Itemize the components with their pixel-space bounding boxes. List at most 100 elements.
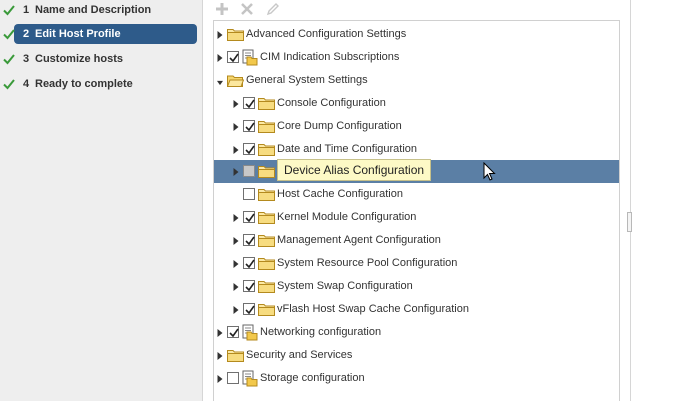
checkbox[interactable] — [227, 371, 239, 384]
expand-arrow-icon[interactable] — [233, 237, 239, 246]
tree-row-kernel-module-configuration[interactable]: Kernel Module Configuration — [214, 206, 619, 229]
document-folder-icon — [242, 324, 258, 341]
tree-row-label: Host Cache Configuration — [277, 188, 403, 201]
step-edit-host-profile[interactable]: 2 Edit Host Profile — [0, 24, 200, 44]
tree-row-label: vFlash Host Swap Cache Configuration — [277, 302, 469, 315]
expand-arrow-icon[interactable] — [217, 328, 223, 337]
expand-arrow-icon[interactable] — [217, 31, 223, 39]
folder-icon — [227, 349, 244, 362]
step-number: 3 — [23, 53, 30, 65]
checkmark-icon — [245, 259, 255, 269]
tree-row-label: Advanced Configuration Settings — [246, 28, 407, 40]
folder-icon — [227, 29, 244, 41]
tree-row-date-and-time-configuration[interactable]: Date and Time Configuration — [214, 138, 619, 161]
step-label: Edit Host Profile — [35, 28, 121, 40]
folder-icon — [258, 97, 275, 110]
checkmark-icon — [3, 5, 15, 16]
folder-icon — [258, 235, 275, 248]
step-customize-hosts[interactable]: 3 Customize hosts — [0, 49, 200, 69]
tree-row-security-and-services[interactable]: Security and Services — [214, 344, 619, 367]
folder-open-icon — [227, 75, 244, 87]
add-icon[interactable] — [214, 1, 230, 17]
expand-arrow-icon[interactable] — [233, 305, 239, 314]
step-number: 2 — [23, 28, 30, 40]
tree-row-system-swap-configuration[interactable]: System Swap Configuration — [214, 275, 619, 298]
expand-arrow-icon[interactable] — [233, 214, 239, 223]
tree-row-label: General System Settings — [246, 73, 368, 86]
tree-row-vflash-host-swap-cache-configuration[interactable]: vFlash Host Swap Cache Configuration — [214, 298, 619, 321]
tree-row-core-dump-configuration[interactable]: Core Dump Configuration — [214, 115, 619, 138]
tree-row-general-system-settings[interactable]: General System Settings — [214, 69, 619, 92]
tree-row-label: Networking configuration — [260, 325, 382, 338]
checkmark-icon — [245, 145, 255, 154]
checkbox[interactable] — [243, 279, 255, 292]
step-number: 1 — [23, 4, 30, 16]
expand-arrow-icon[interactable] — [233, 168, 239, 177]
mouse-cursor-icon — [483, 162, 496, 181]
tree-row-label: Core Dump Configuration — [277, 119, 402, 132]
expand-arrow-icon[interactable] — [217, 53, 223, 62]
checkbox[interactable] — [243, 234, 255, 247]
tree-row-label: System Resource Pool Configuration — [277, 257, 458, 269]
panel-divider — [630, 0, 631, 401]
checkmark-icon — [245, 122, 255, 131]
folder-icon — [258, 280, 275, 293]
checkmark-icon — [245, 305, 255, 315]
tooltip: Device Alias Configuration — [277, 159, 432, 181]
tree-row-advanced-configuration-settings[interactable]: Advanced Configuration Settings — [214, 23, 619, 46]
step-number: 4 — [23, 78, 30, 90]
expand-arrow-icon[interactable] — [233, 122, 239, 131]
tree-row-label: Management Agent Configuration — [277, 234, 441, 247]
checkmark-icon — [229, 328, 239, 337]
tree-row-management-agent-configuration[interactable]: Management Agent Configuration — [214, 229, 619, 252]
folder-icon — [258, 166, 275, 179]
tree-row-system-resource-pool-configuration[interactable]: System Resource Pool Configuration — [214, 252, 619, 275]
expand-arrow-icon[interactable] — [217, 374, 223, 383]
step-label: Ready to complete — [35, 78, 133, 90]
tree-row-label: Security and Services — [246, 348, 353, 361]
tree-row-label: Storage configuration — [260, 371, 365, 384]
resize-handle[interactable] — [627, 212, 632, 232]
tree-row-label: Kernel Module Configuration — [277, 211, 417, 224]
checkbox[interactable] — [243, 96, 255, 109]
checkmark-icon — [245, 282, 255, 292]
expand-arrow-icon[interactable] — [233, 145, 239, 154]
folder-icon — [258, 212, 275, 225]
tree-row-cim-indication-subscriptions[interactable]: CIM Indication Subscriptions — [214, 46, 619, 69]
checkmark-icon — [245, 236, 255, 246]
tree-row-label: System Swap Configuration — [277, 279, 413, 292]
checkbox[interactable] — [243, 165, 255, 178]
step-name-and-description[interactable]: 1 Name and Description — [0, 0, 200, 20]
checkmark-icon — [245, 99, 255, 108]
checkbox[interactable] — [243, 302, 255, 315]
edit-icon[interactable] — [265, 1, 281, 17]
tree-row-storage-configuration[interactable]: Storage configuration — [214, 367, 619, 390]
checkbox[interactable] — [243, 142, 255, 155]
checkmark-icon — [245, 213, 255, 223]
tree-row-networking-configuration[interactable]: Networking configuration — [214, 321, 619, 344]
expand-arrow-icon[interactable] — [233, 99, 239, 108]
tree-row-console-configuration[interactable]: Console Configuration — [214, 92, 619, 115]
checkbox[interactable] — [243, 119, 255, 132]
checkmark-icon — [229, 53, 239, 63]
tree-row-host-cache-configuration[interactable]: Host Cache Configuration — [214, 183, 619, 206]
step-label: Name and Description — [35, 4, 152, 16]
checkbox[interactable] — [227, 50, 239, 63]
tree-row-label: Date and Time Configuration — [277, 142, 418, 155]
checkbox[interactable] — [243, 188, 255, 201]
delete-icon[interactable] — [239, 1, 255, 17]
expand-arrow-icon[interactable] — [217, 79, 223, 87]
folder-icon — [258, 189, 275, 202]
checkmark-icon — [3, 54, 15, 65]
checkbox[interactable] — [243, 211, 255, 224]
document-folder-icon — [242, 370, 258, 386]
expand-arrow-icon[interactable] — [233, 282, 239, 291]
step-label: Customize hosts — [35, 53, 124, 65]
expand-arrow-icon[interactable] — [233, 260, 239, 268]
checkbox[interactable] — [243, 257, 255, 269]
checkbox[interactable] — [227, 325, 239, 338]
expand-arrow-icon[interactable] — [217, 351, 223, 360]
step-ready-to-complete[interactable]: 4 Ready to complete — [0, 74, 200, 94]
active-step-highlight — [14, 24, 197, 44]
folder-icon — [258, 303, 275, 316]
